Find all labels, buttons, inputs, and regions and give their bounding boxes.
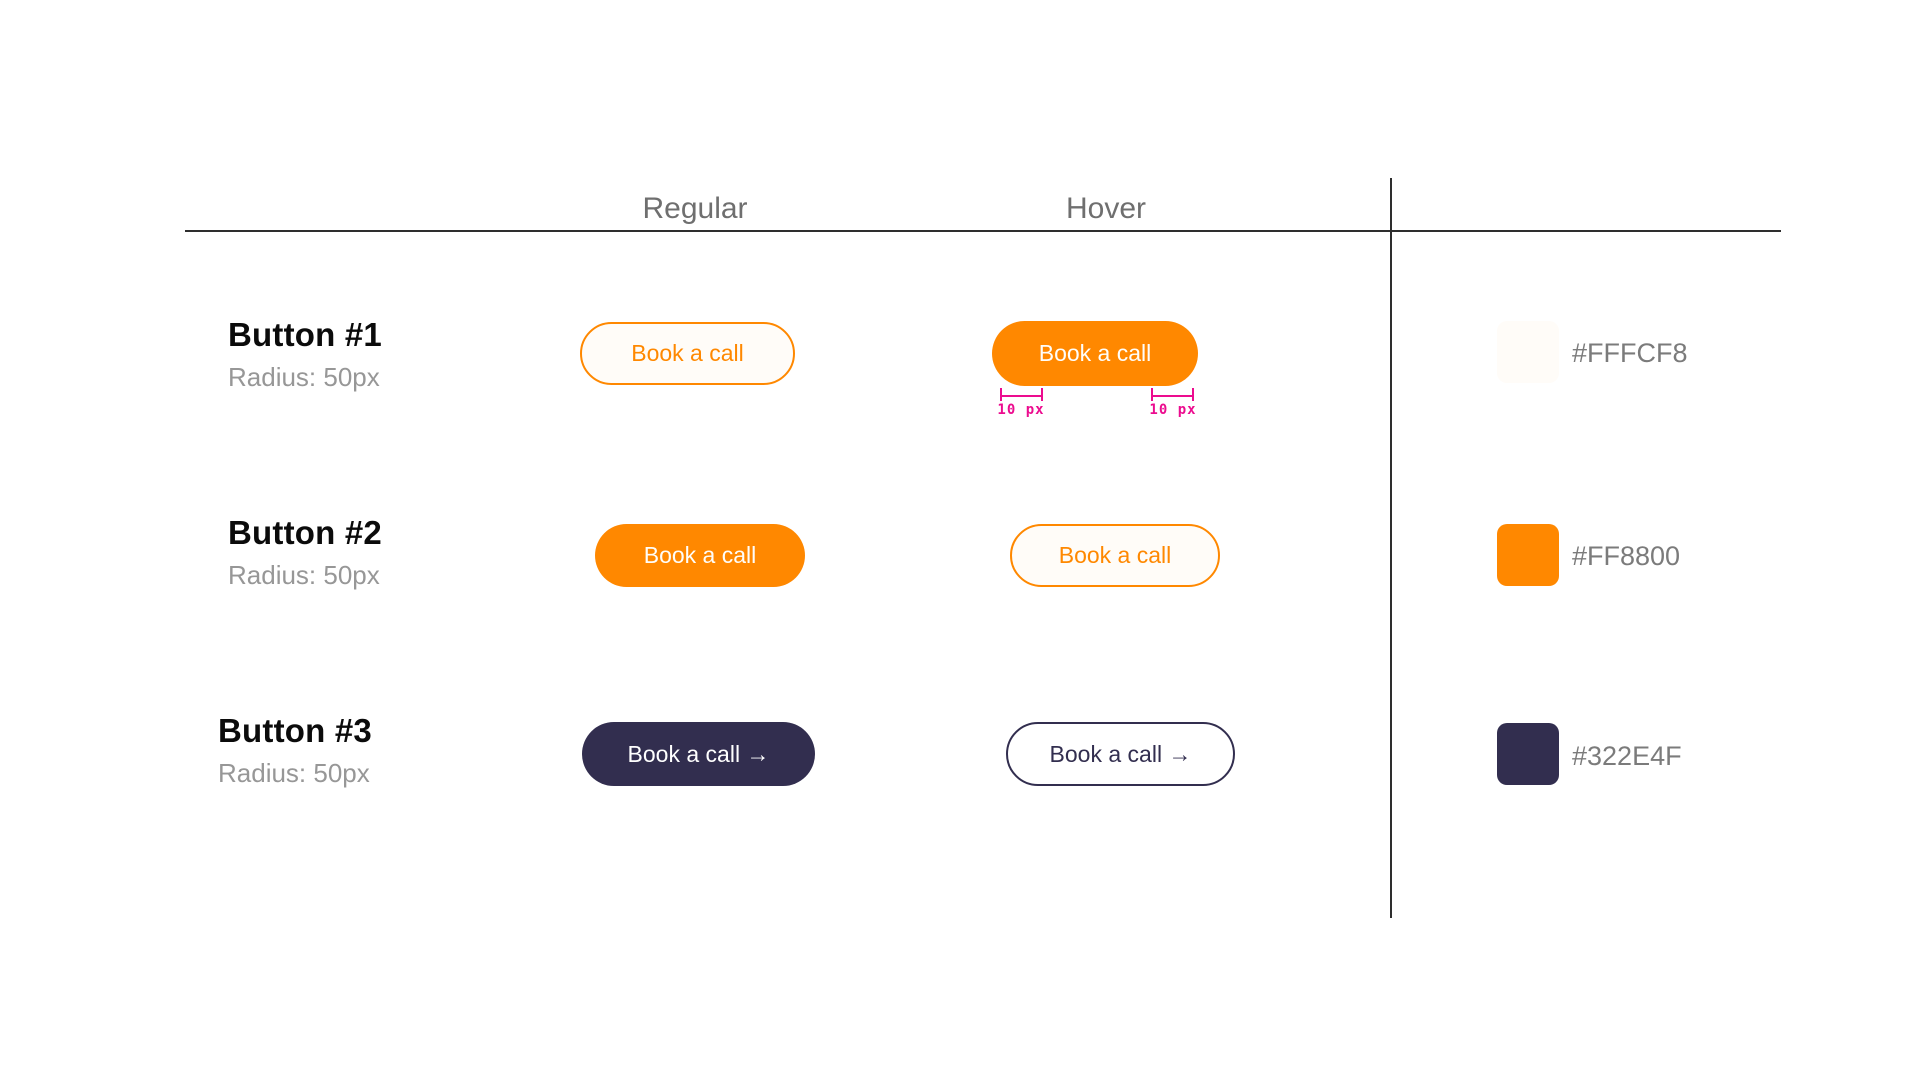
dimension-label-left: 10 px xyxy=(997,402,1045,418)
palette-divider-line xyxy=(1390,178,1392,918)
button-3-regular[interactable]: Book a call → xyxy=(582,722,815,786)
button-2-hover[interactable]: Book a call xyxy=(1010,524,1220,587)
row-3-title: Button #3 xyxy=(218,712,372,749)
button-1-hover[interactable]: Book a call xyxy=(992,321,1198,386)
row-1-radius-note: Radius: 50px xyxy=(228,362,380,392)
color-swatch-orange xyxy=(1497,524,1559,586)
dimension-bracket-right xyxy=(1151,388,1194,401)
hex-label-cream: #FFFCF8 xyxy=(1572,338,1688,368)
hex-label-orange: #FF8800 xyxy=(1572,541,1681,571)
hex-label-dark: #322E4F xyxy=(1572,741,1682,771)
row-2-label-block: Button #2 Radius: 50px xyxy=(228,514,382,591)
button-3-hover[interactable]: Book a call → xyxy=(1006,722,1235,786)
button-2-regular[interactable]: Book a call xyxy=(595,524,805,587)
color-swatch-dark xyxy=(1497,723,1559,785)
color-swatch-cream xyxy=(1497,321,1559,383)
dimension-label-right: 10 px xyxy=(1149,402,1197,418)
row-2-title: Button #2 xyxy=(228,514,382,551)
button-1-regular[interactable]: Book a call xyxy=(580,322,795,385)
row-2-radius-note: Radius: 50px xyxy=(228,560,380,590)
column-header-hover: Hover xyxy=(1065,192,1147,225)
dimension-bracket-left xyxy=(1000,388,1043,401)
header-divider-line xyxy=(185,230,1781,232)
row-1-label-block: Button #1 Radius: 50px xyxy=(228,316,382,393)
column-header-regular: Regular xyxy=(642,192,748,225)
row-1-title: Button #1 xyxy=(228,316,382,353)
row-3-radius-note: Radius: 50px xyxy=(218,758,370,788)
row-3-label-block: Button #3 Radius: 50px xyxy=(218,712,372,789)
